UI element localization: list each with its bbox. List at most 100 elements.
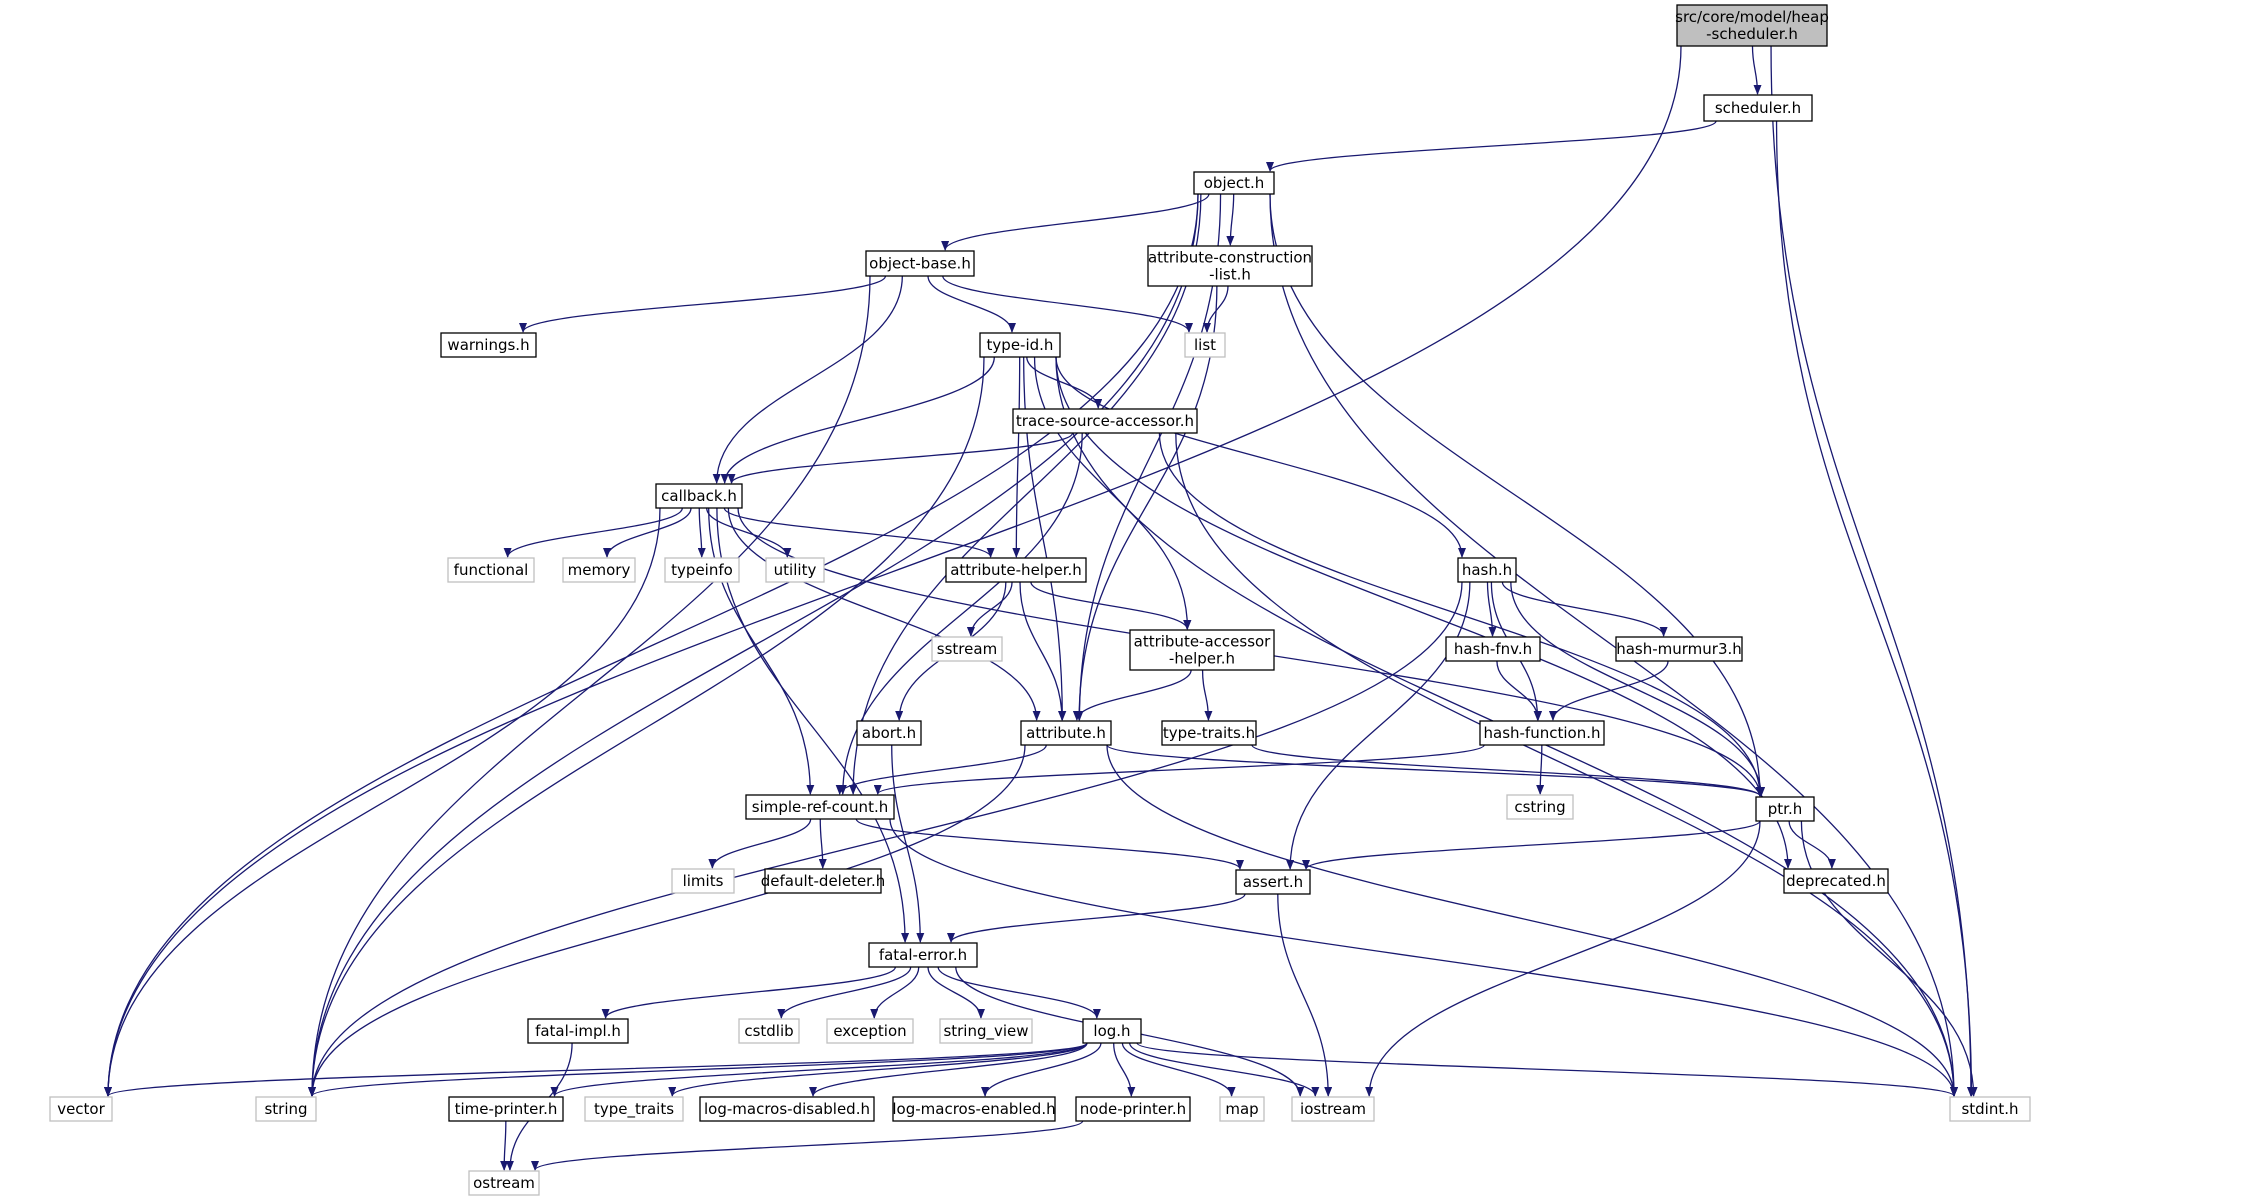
edge-ptr-to-stdint [1800,820,1978,1097]
node-deprecated-label: deprecated.h [1786,872,1886,890]
edge-fatalerr-to-log [937,966,1101,1019]
node-lme[interactable]: log-macros-enabled.h [892,1096,1056,1122]
edge-typeid-to-string [308,356,985,1097]
node-typeid[interactable]: type-id.h [979,332,1061,358]
node-fatalimpl[interactable]: fatal-impl.h [527,1018,629,1044]
node-cstdlib-box [738,1018,800,1044]
node-iostream: iostream [1291,1096,1375,1122]
edge-object-to-ptr [1269,193,1764,797]
node-hashfunc[interactable]: hash-function.h [1479,720,1605,746]
node-defdel[interactable]: default-deleter.h [761,868,886,894]
edge-scheduler-to-object [1266,120,1717,172]
node-hashfunc-label: hash-function.h [1484,724,1601,742]
node-ptr-box [1755,796,1815,822]
edge-hash-to-ptr [1510,581,1766,797]
node-deprecated[interactable]: deprecated.h [1783,868,1889,894]
node-objbase-label: object-base.h [869,255,971,273]
node-hashfnv[interactable]: hash-fnv.h [1445,636,1541,662]
node-tsa[interactable]: trace-source-accessor.h [1012,408,1198,434]
node-sstream-label: sstream [937,640,997,658]
node-string_view-label: string_view [943,1022,1028,1041]
node-cstdlib-label: cstdlib [744,1022,793,1040]
edge-src-to-limits [708,818,812,869]
node-abort[interactable]: abort.h [856,720,922,746]
node-abort-label: abort.h [862,724,916,742]
edge-objbase-to-warnings [519,275,887,333]
node-iostream-box [1291,1096,1375,1122]
node-root[interactable]: src/core/model/heap-scheduler.h [1675,4,1829,47]
node-hashmm-label: hash-murmur3.h [1616,640,1742,658]
node-typetraits-box [1161,720,1257,746]
node-assert[interactable]: assert.h [1235,869,1311,895]
node-utility-box [765,557,825,583]
edge-log-to-stdint [1136,1042,1958,1097]
edge-typetraits-to-ptr [1251,744,1764,797]
node-scheduler-label: scheduler.h [1715,99,1801,117]
node-typeid-label: type-id.h [987,336,1054,354]
node-lme-box [892,1096,1056,1122]
node-root-label: -scheduler.h [1706,25,1798,43]
edge-attrhelper-to-aah [1030,581,1192,630]
node-aah-label: -helper.h [1169,650,1235,668]
node-typeinfo-label: typeinfo [671,561,733,579]
edge-object-to-vector [104,193,1199,1097]
node-sstream-box [931,636,1003,662]
edge-typeid-to-tsa [1026,356,1103,409]
node-object-box [1193,171,1275,195]
node-attrhelper[interactable]: attribute-helper.h [945,557,1087,583]
edge-hash-to-hashfnv [1486,581,1497,637]
file-nodes: src/core/model/heap-scheduler.h scheduler… [49,4,2031,1196]
node-object[interactable]: object.h [1193,171,1275,195]
node-callback[interactable]: callback.h [655,483,743,509]
node-log-label: log.h [1093,1022,1130,1040]
node-cstring: cstring [1506,794,1574,820]
edge-timeprinter-to-ostream [500,1120,509,1171]
edge-object-to-stdint [1269,193,1958,1097]
edge-acl-to-attribute [1075,285,1218,721]
node-cstring-label: cstring [1514,798,1565,816]
node-scheduler[interactable]: scheduler.h [1703,94,1813,122]
node-hashmm[interactable]: hash-murmur3.h [1615,636,1743,662]
node-hash[interactable]: hash.h [1457,557,1517,583]
node-fatalerr-box [868,942,978,968]
node-cstring-box [1506,794,1574,820]
edge-ptr-to-iostream [1365,820,1761,1097]
node-lmd-label: log-macros-disabled.h [704,1100,870,1118]
node-cstdlib: cstdlib [738,1018,800,1044]
node-typeinfo: typeinfo [664,557,740,583]
edge-objbase-to-string [308,275,871,1097]
edge-ptr-to-assert [1302,820,1761,870]
node-nodeprinter[interactable]: node-printer.h [1075,1096,1191,1122]
node-typeid-box [979,332,1061,358]
node-log[interactable]: log.h [1082,1018,1142,1044]
node-aah[interactable]: attribute-accessor-helper.h [1129,629,1275,671]
node-list-box [1184,332,1226,358]
node-warnings[interactable]: warnings.h [440,332,537,358]
node-exception: exception [826,1018,914,1044]
edge-attrhelper-to-sstream [966,581,1013,637]
node-memory-label: memory [568,561,631,579]
node-map-label: map [1225,1100,1258,1118]
edge-callback-to-attrhelper [723,507,995,558]
node-hashfunc-box [1479,720,1605,746]
node-fatalerr[interactable]: fatal-error.h [868,942,978,968]
node-vector-label: vector [57,1100,105,1118]
node-attrhelper-label: attribute-helper.h [950,561,1082,579]
node-list-label: list [1194,336,1216,354]
node-acl[interactable]: attribute-construction-list.h [1147,245,1313,287]
node-objbase[interactable]: object-base.h [865,250,975,277]
node-attribute[interactable]: attribute.h [1020,720,1112,746]
edge-hashfnv-to-hashfunc [1496,660,1543,721]
node-list: list [1184,332,1226,358]
node-typetraits[interactable]: type-traits.h [1161,720,1257,746]
node-ptr[interactable]: ptr.h [1755,796,1815,822]
node-timeprinter[interactable]: time-printer.h [448,1096,564,1122]
edge-callback-to-memory [603,507,692,558]
node-src[interactable]: simple-ref-count.h [745,794,895,820]
node-root-label: src/core/model/heap [1675,8,1829,26]
node-aah-label: attribute-accessor [1134,633,1272,651]
node-exception-label: exception [833,1022,906,1040]
edge-objbase-to-list [942,275,1193,333]
node-lmd[interactable]: log-macros-disabled.h [699,1096,875,1122]
edge-acl-to-list [1203,285,1229,333]
